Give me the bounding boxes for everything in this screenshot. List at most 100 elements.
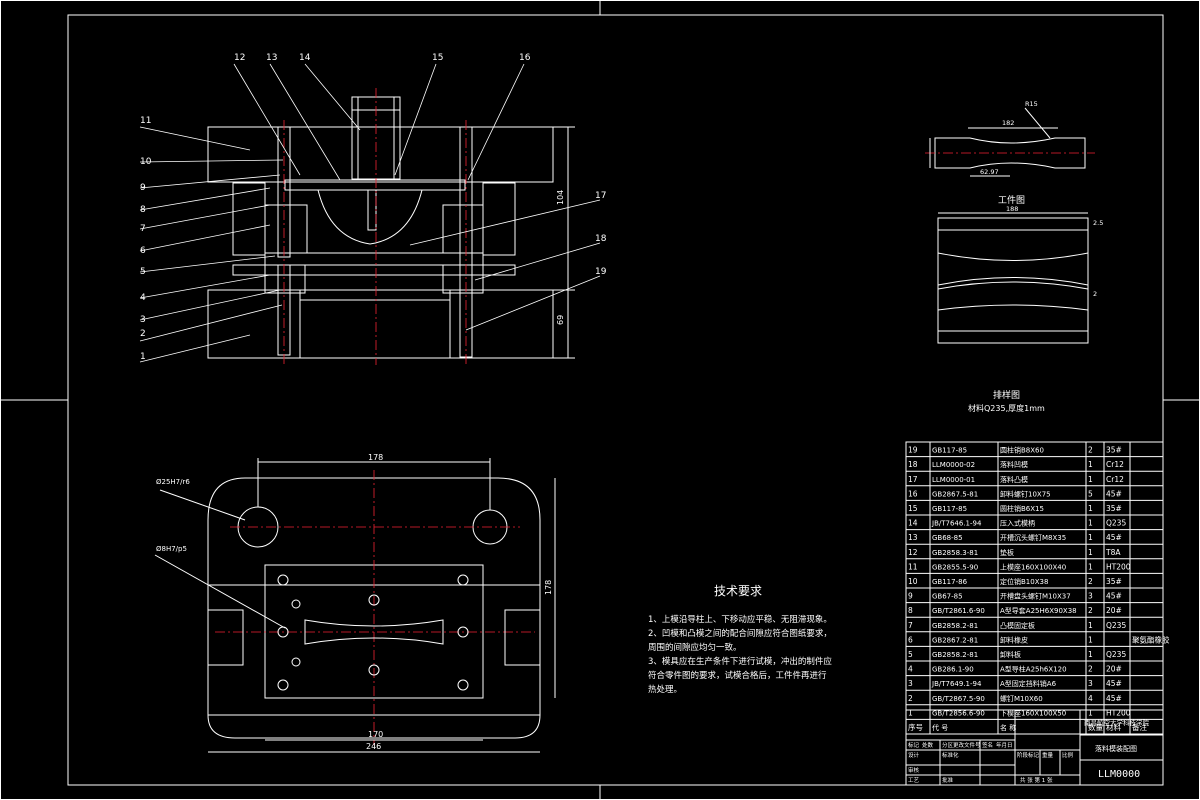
bom-cell-mat: T8A	[1105, 548, 1121, 557]
bom-cell-qty: 3	[1088, 592, 1093, 601]
callout-11: 11	[140, 116, 151, 126]
bom-cell-qty: 2	[1088, 446, 1093, 455]
fit-annotation-b: Ø8H7/p5	[156, 545, 187, 553]
tech-item: 符合零件图的要求，试模合格后，工件件再进行	[648, 670, 827, 681]
dim-plan-h: 178	[544, 580, 553, 595]
workpiece-title: 工件图	[998, 194, 1025, 206]
tb-cell: 处数	[922, 741, 934, 749]
bom-cell-qty: 1	[1088, 548, 1093, 557]
callout-10: 10	[140, 157, 152, 167]
bom-cell-code: GB/T2867.5-90	[932, 695, 985, 703]
bom-cell-no: 1	[908, 708, 913, 717]
workpiece-drawing: 182 R15 62.97 工件图	[925, 100, 1095, 206]
tech-title: 技术要求	[714, 584, 762, 598]
bom-cell-no: 4	[908, 665, 913, 674]
bom-cell-qty: 1	[1088, 519, 1093, 528]
callout-19: 19	[595, 267, 607, 277]
callout-18: 18	[595, 234, 607, 244]
callout-15: 15	[432, 53, 443, 63]
bom-cell-no: 17	[908, 475, 918, 484]
tb-cell: 重量	[1042, 751, 1054, 759]
tb-cell: 设计	[908, 751, 920, 759]
callout-8: 8	[140, 205, 146, 215]
dim-section-h2: 69	[556, 315, 565, 325]
bom-cell-qty: 1	[1088, 533, 1093, 542]
guide-bushing-left	[232, 182, 266, 256]
bom-header-no: 序号	[908, 722, 923, 732]
tb-cell: 分区	[942, 741, 954, 749]
bom-cell-code: GB2858.2-81	[932, 622, 978, 630]
bom-cell-no: 18	[908, 460, 918, 469]
drawing-number: LLM0000	[1098, 769, 1140, 780]
die-plate	[232, 264, 516, 276]
bom-cell-no: 14	[908, 519, 918, 528]
bom-cell-mat: 35#	[1106, 446, 1122, 455]
bom-cell-no: 15	[908, 504, 918, 513]
bom-cell-qty: 1	[1088, 475, 1093, 484]
strip-layout: 188 2.5 2 排样图 材料Q235,厚度1mm	[937, 205, 1103, 413]
bom-cell-qty: 5	[1088, 489, 1093, 498]
plan-view: 178 178 170 246 Ø25H7/r6 Ø8H7/p5	[154, 453, 556, 753]
tb-cell: 比例	[1062, 751, 1074, 759]
bom-cell-qty: 2	[1088, 577, 1093, 586]
callout-6: 6	[140, 246, 146, 256]
callout-5: 5	[140, 267, 146, 277]
tech-item: 1、上模沿导柱上、下移动应平稳、无阻滞现象。	[648, 614, 832, 625]
bom-header-note: 备注	[1132, 722, 1148, 732]
bom-cell-mat: 35#	[1106, 577, 1122, 586]
bom-cell-qty: 2	[1088, 665, 1093, 674]
callout-17: 17	[595, 191, 606, 201]
upper-die-base	[207, 126, 554, 183]
tech-item: 3、模具应在生产条件下进行试模，冲出的制件应	[648, 656, 832, 667]
bom-cell-code: JB/T7649.1-94	[931, 680, 982, 688]
bom-cell-no: 3	[908, 679, 913, 688]
callout-4: 4	[140, 293, 146, 303]
bom-cell-qty: 1	[1088, 562, 1093, 571]
bom-cell-qty: 1	[1088, 650, 1093, 659]
dim-part-len: 182	[1002, 119, 1014, 127]
bom-cell-no: 19	[908, 446, 918, 455]
section-view: 104 69	[207, 88, 575, 365]
bom-cell-mat: Q235	[1106, 650, 1126, 659]
screw-holes	[277, 574, 469, 691]
bom-cell-mat: Cr12	[1106, 475, 1124, 484]
bom-cell-mat: 45#	[1106, 489, 1122, 498]
bom-cell-name: 卸料螺钉10X75	[1000, 489, 1051, 498]
bom-cell-code: LLM0000-02	[932, 461, 975, 469]
callout-1: 1	[140, 352, 146, 362]
dim-strip-width: 188	[1006, 205, 1018, 213]
bom-cell-qty: 1	[1088, 621, 1093, 630]
dim-plan-total: 246	[366, 742, 381, 751]
bom-cell-mat: Q235	[1106, 519, 1126, 528]
tb-cell: 标准化	[942, 751, 959, 759]
layout-title: 排样图	[993, 389, 1020, 401]
bom-cell-name: 圆柱销B8X60	[1000, 446, 1044, 455]
callout-14: 14	[299, 53, 311, 63]
bom-cell-no: 11	[908, 562, 918, 571]
dim-part-radius: R15	[1025, 100, 1038, 108]
bom-cell-name: 螺钉M10X60	[1000, 694, 1043, 703]
blank-profile	[304, 619, 444, 645]
bom-cell-code: LLM0000-01	[932, 476, 975, 484]
dim-section-h1: 104	[556, 190, 565, 205]
dim-plan-inner: 170	[368, 730, 383, 739]
bom-cell-mat: 20#	[1106, 606, 1122, 615]
callout-9: 9	[140, 183, 146, 193]
bom-cell-no: 13	[908, 533, 918, 542]
bom-cell-name: 落料凹模	[1000, 460, 1028, 469]
bom-cell-name: 圆柱销B6X15	[1000, 504, 1044, 513]
callout-2: 2	[140, 329, 146, 339]
bom-cell-mat: Q235	[1106, 621, 1126, 630]
bom-cell-name: 落料凸模	[1000, 475, 1028, 484]
bom-cell-name: 下模座160X100X50	[1000, 708, 1066, 717]
bom-cell-no: 2	[908, 694, 913, 703]
callout-12: 12	[234, 53, 245, 63]
bom-cell-name: 开槽盘头螺钉M10X37	[1000, 592, 1071, 601]
tech-item: 周围的间隙应均匀一致。	[648, 642, 742, 653]
bom-cell-qty: 2	[1088, 606, 1093, 615]
callout-leaders	[139, 63, 601, 363]
bom-header-mat: 材料	[1106, 722, 1122, 732]
bom-cell-code: JB/T7646.1-94	[931, 520, 982, 528]
